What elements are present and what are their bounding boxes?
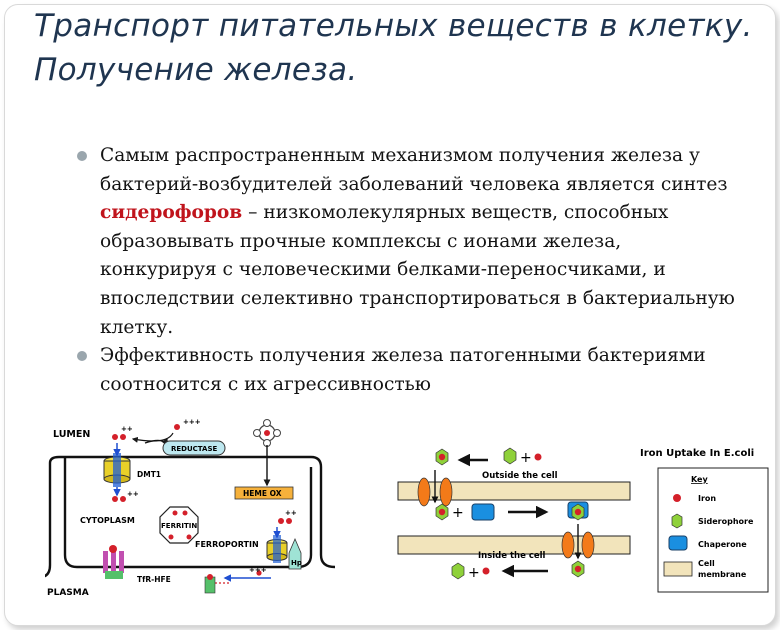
iron-icon [482,567,490,575]
cell-membrane [63,457,313,569]
iron-ion [168,534,174,540]
dmt1-transporter [103,453,131,487]
outer-membrane-receptor [417,477,453,507]
iron-uptake-legend: Iron Uptake In E.coli Key Iron Sideropho… [640,448,769,593]
reductase-label: REDUCTASE [171,445,217,453]
charge-label: ++ [127,490,139,498]
iron-siderophore-complex [435,448,449,466]
tfr-label: TfR-HFE [137,575,171,584]
bullet-list: Самым распространенным механизмом получе… [75,142,735,399]
siderophore-uptake-diagram: Outside the cell Inside the cell + + + [397,447,631,581]
plus-sign: + [468,565,480,581]
heme-oxygenase [234,486,294,500]
chaperone-icon [668,535,688,551]
bullet-item-2: Эффективность получения железа патогенны… [75,342,735,399]
dmt1-label: DMT1 [137,470,161,479]
cytoplasm-label: CYTOPLASM [80,516,135,525]
lumen-label: LUMEN [53,429,90,440]
bullet-item-1: Самым распространенным механизмом получе… [75,142,735,342]
inside-cell-label: Inside the cell [478,551,546,561]
ferroportin-label: FERROPORTIN [195,540,259,549]
legend-title: Iron Uptake In E.coli [640,448,754,459]
iron-ion [207,574,213,580]
siderophore-icon [503,447,517,465]
ferritin-label: FERRITIN [161,522,197,530]
neighbor-cell-edge [45,463,52,578]
membrane-swatch-icon [663,561,693,577]
ferroportin-transporter [266,535,288,563]
charge-label: +++ [183,418,201,426]
bullet-dot-icon [77,351,87,362]
charge-label: +++ [249,566,267,574]
neighbor-cell-edge-right [319,467,336,569]
iron-ion [182,510,188,516]
enterocyte-iron-diagram: LUMEN ++ +++ REDUCTASE DMT1 ++ HEME OX F… [45,418,336,598]
reduction-arrow [131,432,174,443]
cell-top-membrane [48,455,323,468]
slide-frame [4,4,776,626]
heme-ox-label: HEME OX [243,489,282,498]
slide-title: Транспорт питательных веществ в клетку. … [34,4,753,92]
iron-ion [278,518,284,524]
legend-item-chaperone: Chaperone [698,540,747,549]
hp-label: Hp [291,559,302,567]
reductase-enzyme [162,440,226,456]
siderophore-highlight: сидерофоров [100,202,243,224]
hephaestin [288,537,302,570]
iron-ion [286,518,292,524]
iron-icon [534,453,542,461]
iron-ion [186,534,192,540]
iron-ion [112,496,118,502]
iron-siderophore-complex [571,560,585,578]
plus-sign: + [520,450,532,466]
siderophore-icon [671,513,683,529]
ferritin-store [159,506,199,544]
legend-item-membrane-text: Cell [698,559,715,568]
plus-sign: + [452,505,464,521]
charge-label: ++ [121,425,133,433]
iron-ion [172,510,178,516]
legend-item-membrane: Cell membrane [698,559,747,579]
iron-ion [174,424,180,430]
iron-ion [256,570,262,576]
legend-item-siderophore: Siderophore [698,517,754,526]
iron-siderophore-complex [435,503,449,521]
outer-membrane [397,481,631,501]
iron-icon [673,494,681,502]
plasma-label: PLASMA [47,588,89,598]
bullet-1-text-start: Самым распространенным механизмом получе… [100,145,728,195]
bullet-1-text-end: – низкомолекулярных веществ, способных о… [100,202,735,338]
siderophore-icon [451,562,465,580]
iron-ion [120,434,126,440]
legend-item-iron: Iron [698,494,716,503]
bullet-2-text: Эффективность получения железа патогенны… [100,345,706,395]
tfr-hfe-receptor [103,545,124,579]
charge-label: ++ [285,509,297,517]
title-line-1: Транспорт питательных веществ в клетку. [34,8,753,44]
title-line-2: Получение железа. [34,52,358,88]
iron-ion [112,434,118,440]
chaperone-icon [471,503,495,521]
heme-molecule-icon [253,419,281,447]
legend-item-membrane-text-2: membrane [698,570,747,579]
bullet-dot-icon [77,151,87,161]
outside-cell-label: Outside the cell [482,471,558,481]
legend-key-label: Key [691,475,708,484]
chaperone-complex [567,501,589,521]
inner-membrane-transporter [561,531,595,559]
iron-ion [120,496,126,502]
